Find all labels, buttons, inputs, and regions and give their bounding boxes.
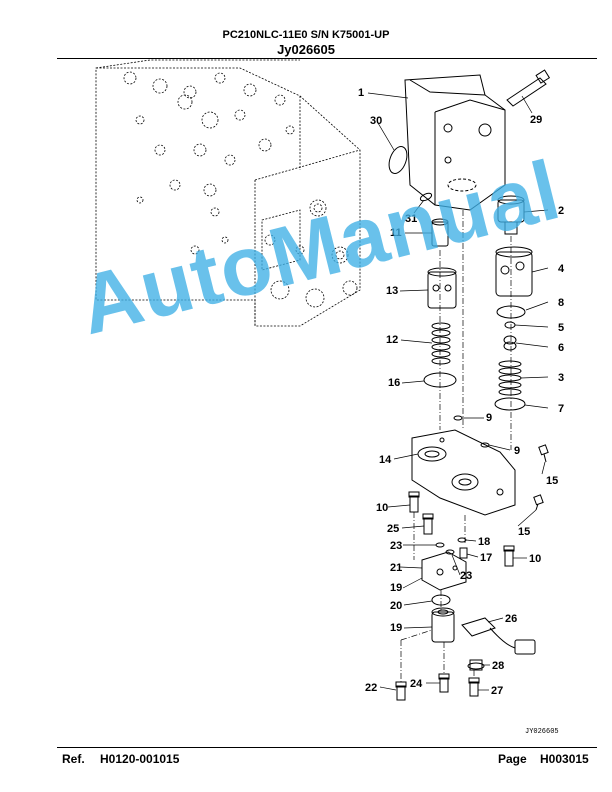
callout-27: 27: [491, 685, 503, 697]
part-25-bolt: [422, 513, 434, 535]
callout-1: 1: [358, 87, 364, 99]
callout-26: 26: [505, 613, 517, 625]
valve-body-illustration: [95, 59, 361, 327]
part-29-bolt: [506, 69, 551, 107]
callout-10-right: 10: [529, 553, 541, 565]
callout-4: 4: [558, 263, 565, 275]
callout-19-lower: 19: [390, 622, 402, 634]
page-label: Page: [498, 752, 527, 766]
assembly-axes: [400, 210, 512, 682]
callout-18: 18: [478, 536, 490, 548]
part-4-sleeve: [495, 246, 533, 297]
part-30-o-ring: [388, 146, 408, 174]
callout-15-lower: 15: [518, 526, 530, 538]
callout-14: 14: [379, 454, 392, 466]
callout-13: 13: [386, 285, 398, 297]
part-5-o-ring: [504, 321, 516, 329]
document-title: PC210NLC-11E0 S/N K75001-UP: [222, 29, 390, 41]
part-3-spring: [498, 360, 522, 396]
top-rule: [57, 58, 597, 59]
callout-17: 17: [480, 552, 492, 564]
callout-15-upper: 15: [546, 475, 558, 487]
callout-3: 3: [558, 372, 564, 384]
drawing-code-stamp: JY026605: [525, 728, 559, 736]
callout-9-upper: 9: [486, 412, 492, 424]
part-10-bolt-b: [503, 545, 515, 567]
callout-31: 31: [405, 213, 417, 225]
callout-22: 22: [365, 682, 377, 694]
ref-value: H0120-001015: [100, 752, 180, 766]
part-6-seat: [503, 335, 517, 351]
part-1-housing: [404, 74, 506, 211]
callout-30: 30: [370, 115, 382, 127]
ref-label: Ref.: [62, 752, 85, 766]
part-19-solenoid: [431, 607, 455, 643]
part-2-piston: [497, 195, 525, 235]
part-12-spring: [431, 322, 451, 365]
part-26-connector: [461, 617, 536, 655]
callout-8: 8: [558, 297, 564, 309]
callout-labels: 1 29 30 31 2 11 4 13 8 5 12 6 16 3 9 7 9…: [358, 87, 565, 697]
callout-5: 5: [558, 322, 564, 334]
callout-23-right: 23: [460, 570, 472, 582]
part-10-bolt-a: [408, 491, 420, 513]
callout-28: 28: [492, 660, 504, 672]
callout-16: 16: [388, 377, 400, 389]
part-31-pin: [419, 192, 433, 202]
callout-2: 2: [558, 205, 564, 217]
bottom-rule: [57, 747, 597, 748]
part-7-o-ring: [494, 397, 526, 411]
callout-9-lower: 9: [514, 445, 520, 457]
part-17-plug: [459, 547, 468, 559]
document-code: Jy026605: [277, 42, 335, 57]
callout-21: 21: [390, 562, 402, 574]
callout-19-upper: 19: [390, 582, 402, 594]
part-15-screw-a: [538, 444, 549, 463]
part-23-ring-b: [445, 549, 455, 555]
part-22-bolt: [395, 681, 407, 701]
page-value: H003015: [540, 752, 589, 766]
part-11-plug: [431, 218, 449, 247]
callout-12: 12: [386, 334, 398, 346]
leader-lines: [367, 92, 549, 691]
part-28-clamp: [467, 659, 485, 671]
callout-10-left: 10: [376, 502, 388, 514]
callout-7: 7: [558, 403, 564, 415]
part-14-cover: [411, 429, 516, 516]
callout-11: 11: [390, 227, 402, 239]
callout-6: 6: [558, 342, 564, 354]
callout-20: 20: [390, 600, 402, 612]
part-9-ring-a: [453, 415, 463, 421]
part-27-bolt: [468, 677, 480, 697]
callout-25: 25: [387, 523, 399, 535]
callout-29: 29: [530, 114, 542, 126]
callout-23-left: 23: [390, 540, 402, 552]
part-23-ring-a: [435, 542, 445, 548]
part-13-spool: [427, 267, 457, 309]
part-15-screw-b: [533, 494, 544, 511]
callout-24: 24: [410, 678, 423, 690]
part-24-bolt: [438, 673, 450, 693]
